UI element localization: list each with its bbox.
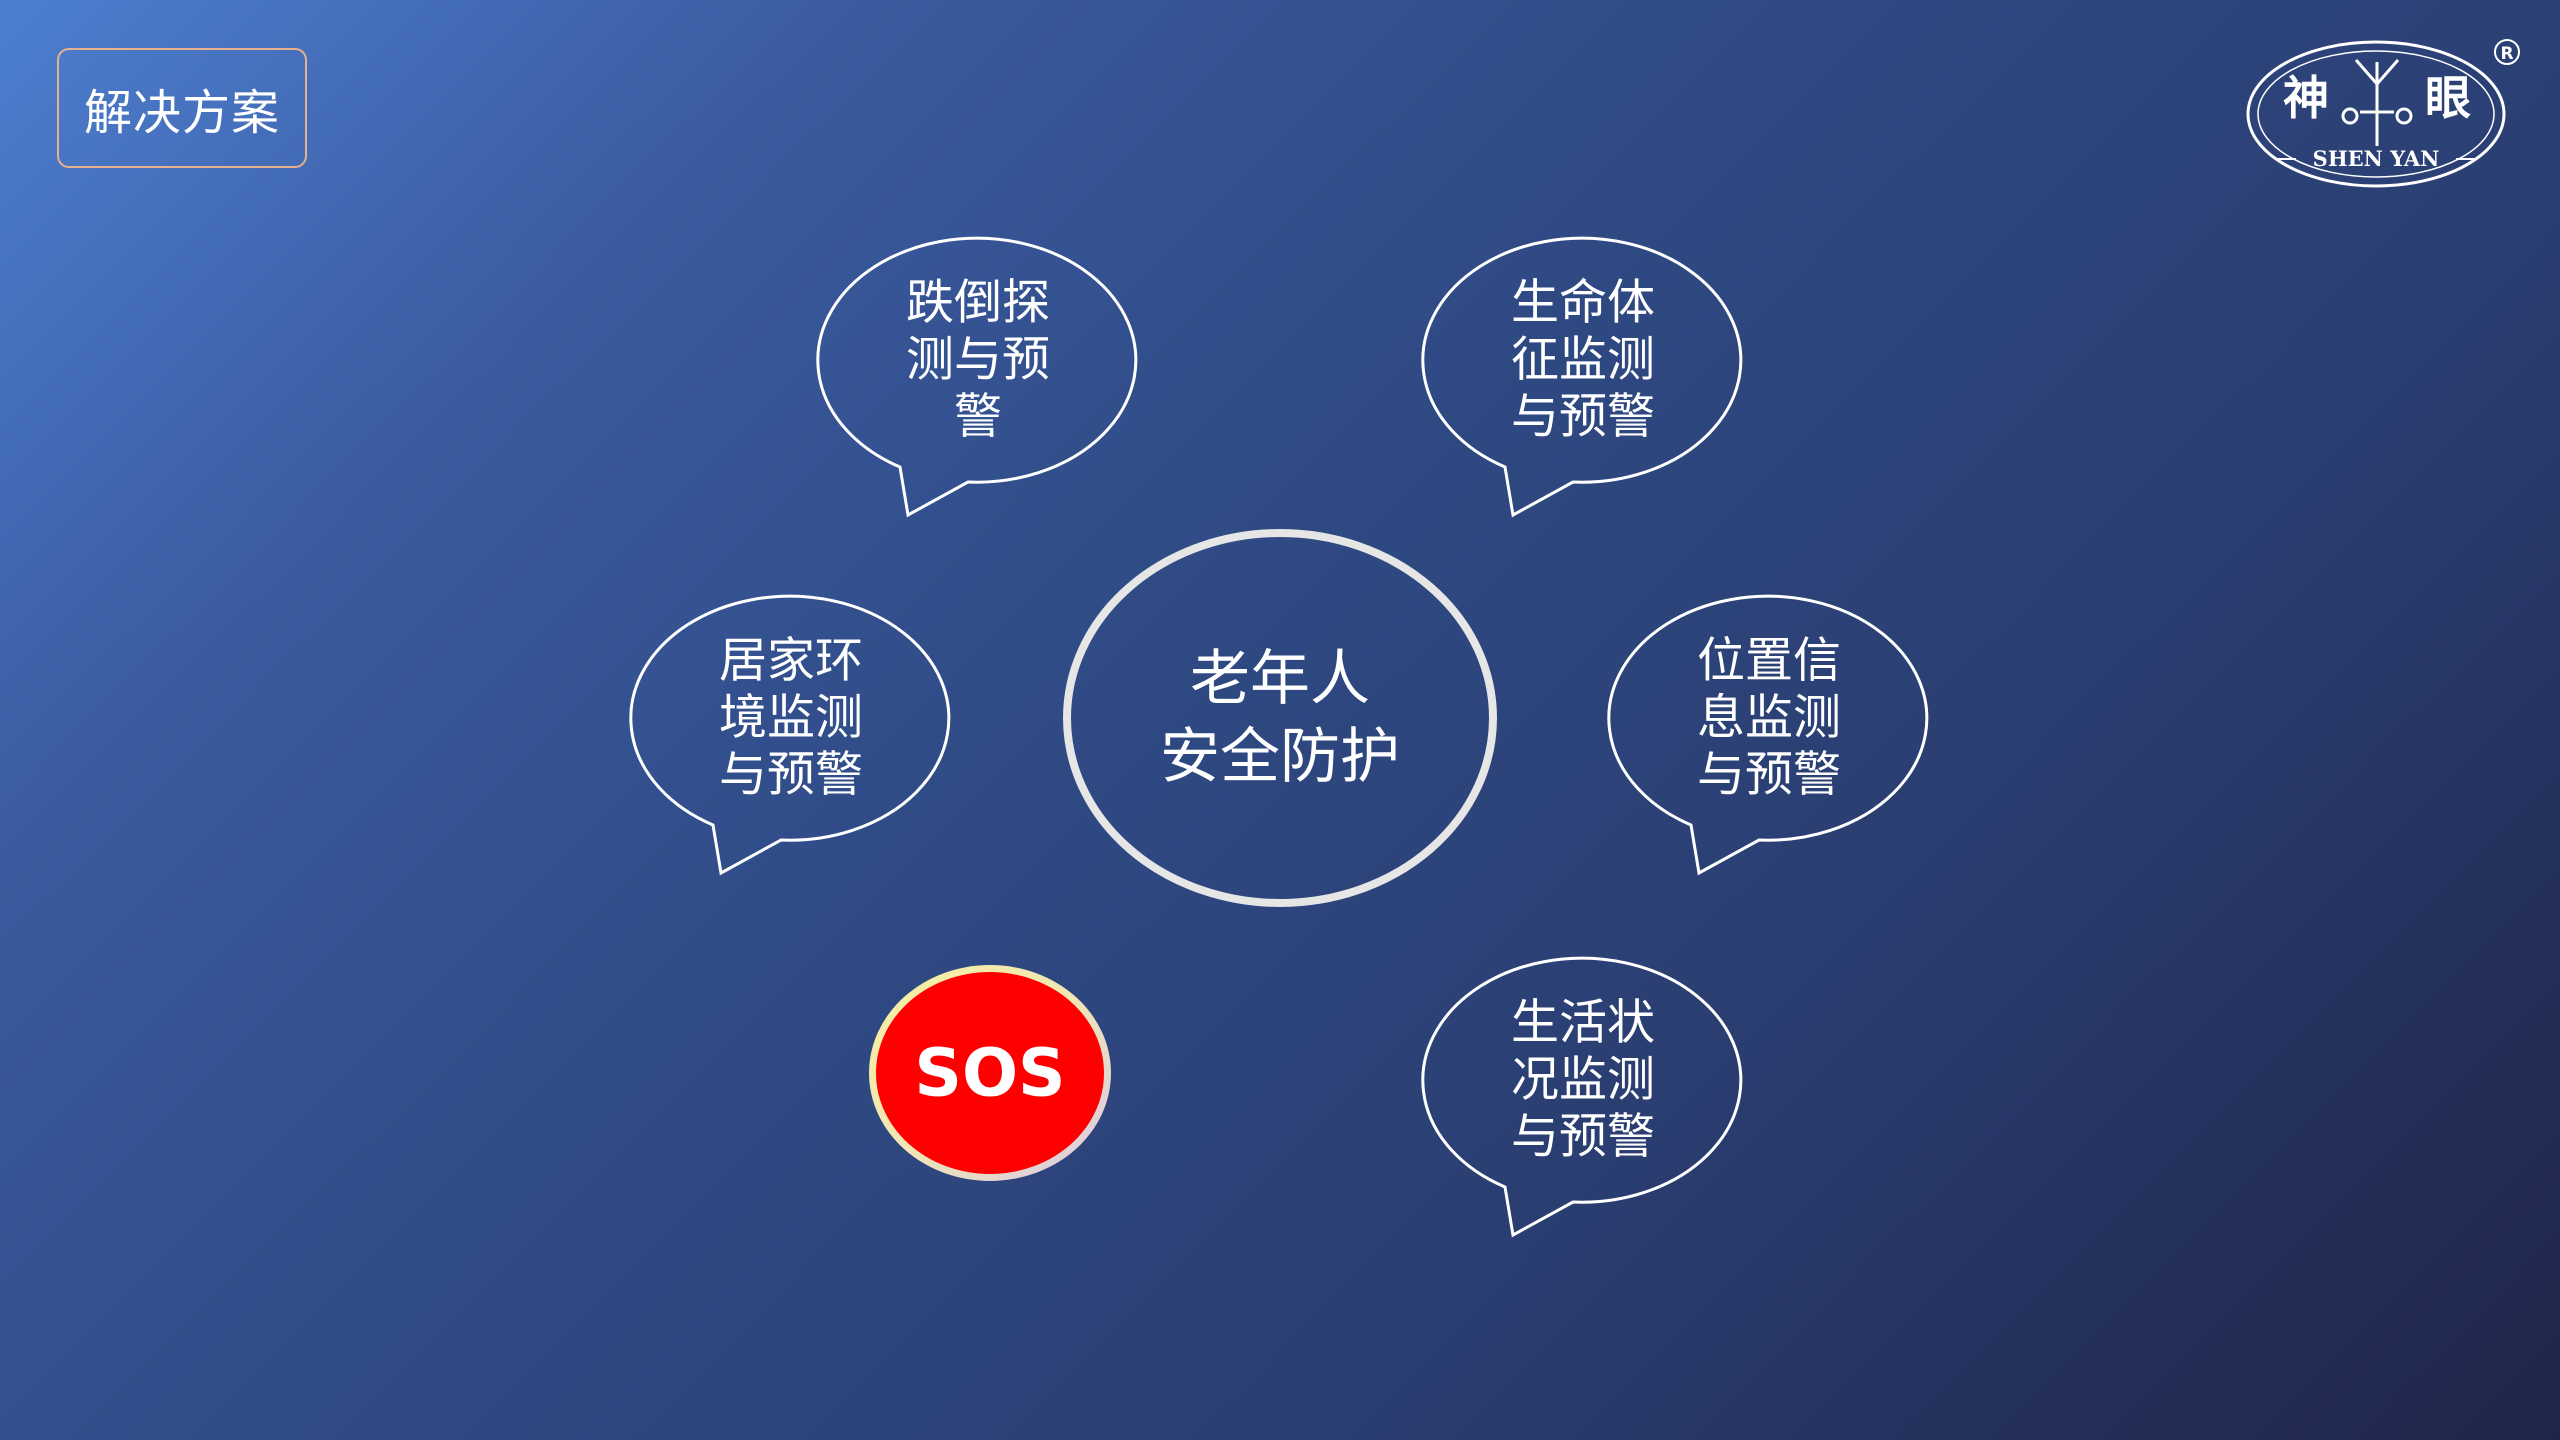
section-title: 解决方案	[83, 85, 280, 141]
bubble-vital	[1421, 236, 1743, 518]
bubble-location-line-2: 息监测	[1696, 689, 1842, 746]
bubble-home-line-1: 居家环	[718, 632, 864, 689]
bubble-life-line-1: 生活状	[1510, 994, 1656, 1051]
shenyan-logo: 神 眼 SHEN YAN R	[2246, 39, 2520, 188]
bubble-home-line-2: 境监测	[718, 689, 864, 746]
bubble-location-label: 位置信 息监测 与预警	[1697, 633, 1841, 804]
bubble-vital-label: 生命体 征监测 与预警	[1511, 275, 1655, 446]
bubble-life	[1421, 956, 1743, 1238]
bubble-life-line-3: 与预警	[1510, 1108, 1656, 1165]
center-circle	[1063, 529, 1497, 907]
bubble-life-label: 生活状 况监测 与预警	[1511, 995, 1655, 1166]
logo-char-left: 神	[2283, 71, 2329, 125]
bubble-home	[629, 594, 951, 876]
logo-subtitle: SHEN YAN	[2313, 146, 2440, 171]
sos-label: SOS	[914, 1034, 1066, 1112]
bubble-location	[1607, 594, 1929, 876]
bubble-vital-line-3: 与预警	[1510, 388, 1656, 445]
bubble-life-line-2: 况监测	[1510, 1051, 1656, 1108]
bubble-vital-line-1: 生命体	[1510, 274, 1656, 331]
center-label: 老年人 安全防护	[1160, 640, 1400, 796]
center-line-2: 安全防护	[1160, 722, 1400, 792]
section-title-box: 解决方案	[57, 48, 307, 168]
bubble-vital-line-2: 征监测	[1510, 331, 1656, 388]
bubble-location-line-1: 位置信	[1696, 632, 1842, 689]
sos-button-fill	[876, 972, 1104, 1174]
bubble-fall-line-3: 警	[953, 388, 1003, 445]
logo-emblem-icon	[2341, 59, 2413, 146]
bubble-home-label: 居家环 境监测 与预警	[719, 633, 863, 804]
bubble-fall-line-2: 测与预	[905, 331, 1051, 388]
bubble-fall-line-1: 跌倒探	[905, 274, 1051, 331]
logo-char-right: 眼	[2425, 71, 2471, 125]
bubble-fall	[816, 236, 1138, 518]
bubble-fall-label: 跌倒探 测与预 警	[906, 275, 1050, 446]
center-line-1: 老年人	[1190, 644, 1370, 714]
bubble-location-line-3: 与预警	[1696, 746, 1842, 803]
logo-registered-mark: R	[2500, 44, 2513, 64]
bubble-home-line-3: 与预警	[718, 746, 864, 803]
